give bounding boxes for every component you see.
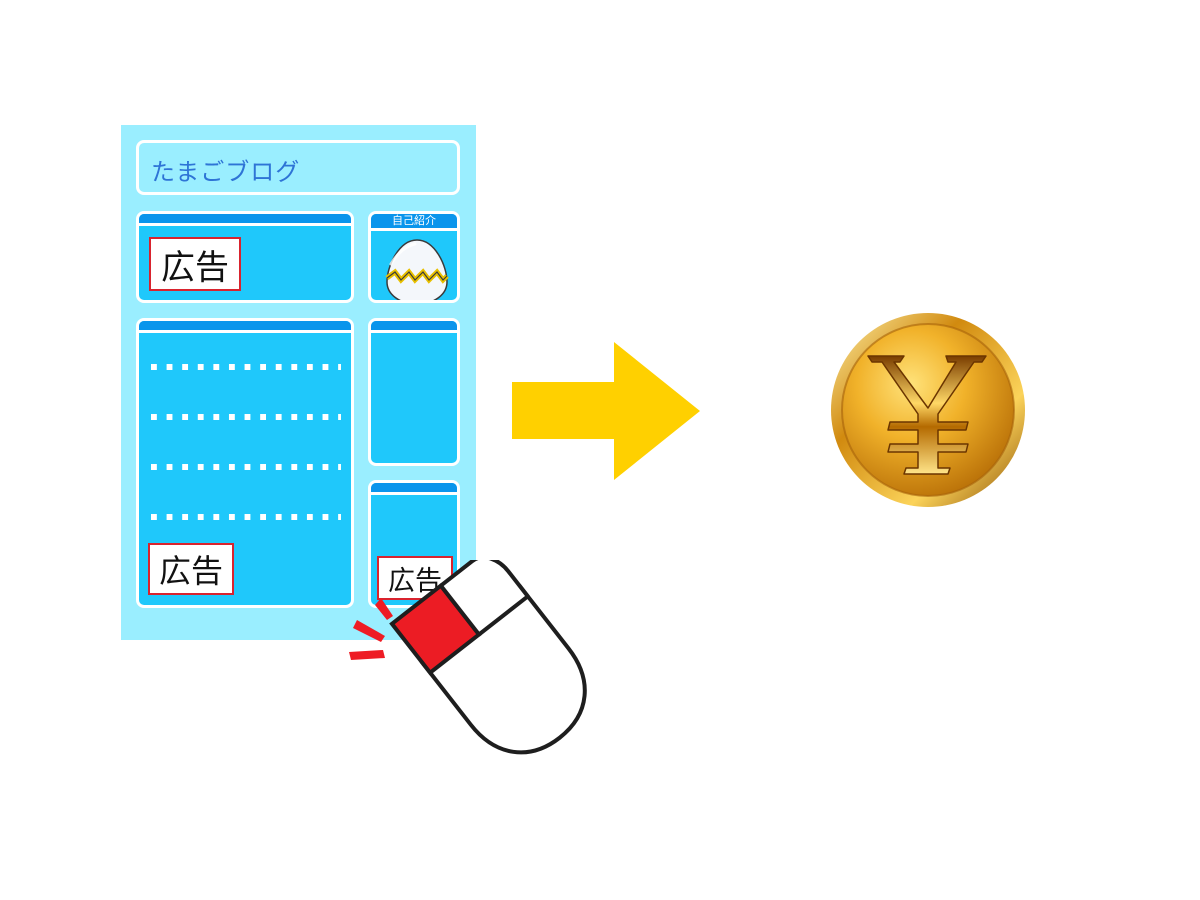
profile-panel: 自己紹介 xyxy=(368,211,460,303)
blog-title: たまごブログ xyxy=(151,158,301,186)
computer-mouse-icon xyxy=(349,560,587,755)
ad-panel-top: 広告 xyxy=(136,211,354,303)
panel-cap xyxy=(371,483,457,495)
sidebar-panel xyxy=(368,318,460,466)
cracked-egg-icon xyxy=(385,239,449,300)
ad-label-top[interactable]: 広告 xyxy=(149,237,241,291)
text-placeholder-line xyxy=(151,414,341,420)
yen-coin-icon xyxy=(831,313,1025,507)
ad-label-article[interactable]: 広告 xyxy=(148,543,234,595)
right-arrow-icon xyxy=(512,342,700,480)
article-panel: 広告 xyxy=(136,318,354,608)
click-burst-icon xyxy=(349,598,393,660)
panel-cap: 自己紹介 xyxy=(371,214,457,231)
panel-cap xyxy=(139,214,351,226)
sidebar-ad-panel: 広告 xyxy=(368,480,460,608)
text-placeholder-line xyxy=(151,514,341,520)
profile-label: 自己紹介 xyxy=(392,214,436,227)
panel-cap xyxy=(371,321,457,333)
blog-page: たまごブログ 広告 自己紹介 広告 xyxy=(121,125,476,640)
text-placeholder-line xyxy=(151,464,341,470)
text-placeholder-line xyxy=(151,364,341,370)
blog-header: たまごブログ xyxy=(136,140,460,195)
panel-cap xyxy=(139,321,351,333)
